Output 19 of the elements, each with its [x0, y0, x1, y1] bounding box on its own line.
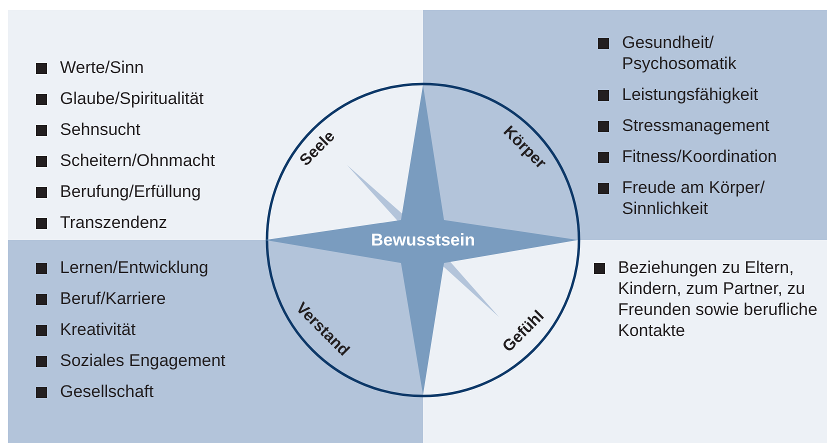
list-item-text: Fitness/Koordination: [622, 146, 778, 167]
list-item-text: Glaube/Spiritualität: [60, 88, 204, 109]
list-item-text: Leistungsfähigkeit: [622, 84, 760, 105]
list-item-text: Berufung/Erfüllung: [60, 181, 201, 202]
list-item-text: Scheitern/Ohnmacht: [60, 150, 215, 171]
center-label: Bewusstsein: [371, 229, 475, 252]
list-item-text: Soziales Engagement: [60, 350, 226, 371]
list-item-text: Beziehungen zu Eltern, Kindern, zum Partner, zu Freunden sowie berufliche Kontakte: [618, 257, 818, 341]
list-item-text: Sehnsucht: [60, 119, 140, 140]
list-item-text: Stressmanagement: [622, 115, 770, 136]
compass-rose: [265, 82, 581, 398]
list-item-text: Freude am Körper/ Sinnlichkeit: [622, 177, 766, 219]
list-item-text: Transzendenz: [60, 212, 168, 233]
list-item-text: Kreativität: [60, 319, 136, 340]
list-item-text: Beruf/Karriere: [60, 288, 166, 309]
list-item-text: Werte/Sinn: [60, 57, 144, 78]
list-item-text: Lernen/Entwicklung: [60, 257, 208, 278]
list-item-text: Gesellschaft: [60, 381, 154, 402]
list-item-text: Gesundheit/ Psychosomatik: [622, 32, 738, 74]
